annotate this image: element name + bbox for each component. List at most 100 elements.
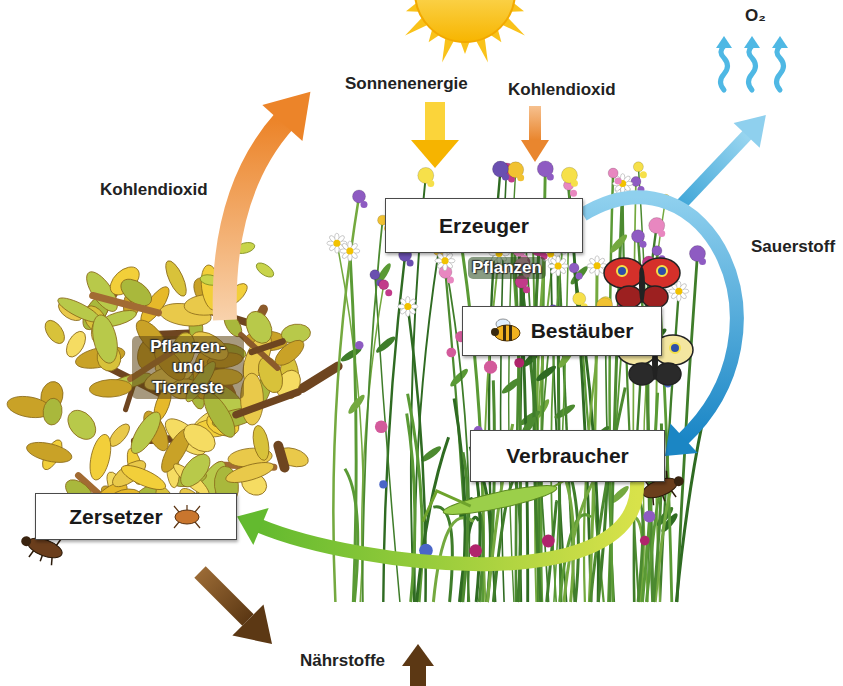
flower-head [514,358,524,368]
flower-head [469,544,482,557]
sun-ray [442,38,454,62]
butterfly-body [639,267,645,303]
butterfly-eyespot [670,343,680,353]
flower-bud [570,190,577,197]
beetle-head [672,475,685,488]
daisy-centre [675,288,682,295]
flower-head [569,263,579,273]
flower-bud [571,180,578,187]
flower-head [375,420,388,433]
plant-leaf [534,364,557,384]
flower-head [355,341,363,349]
bee-icon [491,318,523,344]
leaf [88,313,121,366]
daisy-centre [346,247,353,254]
daisy-centre [594,262,601,269]
co2-arrow-head [521,140,549,162]
oxygen-wave-head [744,36,760,48]
nutrient-label: Nährstoffe [300,651,385,671]
co2-arrow-shaft [529,106,541,140]
butterfly-wing [655,363,681,385]
box-label: Erzeuger [439,214,529,238]
flower-head [370,270,380,280]
flower-bud [447,276,454,283]
plant-leaf [374,334,397,355]
box-label: Bestäuber [531,319,634,343]
leaf [89,378,133,398]
decomposer-icon [171,504,203,530]
box-label: Verbraucher [506,444,629,468]
nutrient-arrow-shaft [200,572,248,620]
leaf-pile [6,241,338,540]
oxygen-wave [749,46,756,90]
butterfly-wing [640,258,680,288]
plant-leaf [608,232,629,254]
grass-blade [590,388,625,603]
co2-release-head [262,92,310,141]
process-box: Zersetzer [35,493,237,540]
sun-ray [476,38,488,62]
beetle-head [20,535,33,548]
process-box: Verbraucher [470,430,665,482]
box-label: Zersetzer [69,505,162,529]
decomposer-leg [195,522,200,528]
leaf [178,418,220,457]
bee-stripe [509,325,512,341]
leaf [175,449,215,492]
peacock-butterfly [604,258,680,308]
oxygen-branch [676,134,748,210]
daisy-centre [442,257,449,264]
butterfly-eyespot [657,266,667,276]
leaf [86,432,114,481]
flower-bud [658,230,665,237]
daisy-centre [333,240,340,247]
flower-head [643,510,655,522]
edge-label: Sauerstoff [748,236,838,258]
decomposer-leg [174,506,179,512]
grass-blade [407,414,415,603]
energy-label: Sonnenenergie [345,74,468,94]
bee-stripe [503,325,506,341]
flower-head [652,246,662,256]
oxygen-branch-head [734,115,766,148]
leaf [62,328,89,360]
leaf [162,258,191,299]
flower-head [640,536,650,546]
leaf [224,458,276,486]
butterfly-wing [604,258,644,288]
flower-bud [385,289,392,296]
oxygen-formula: O₂ [745,6,766,26]
flower-head [633,162,643,172]
flower-head [608,168,618,178]
sun-ray [461,42,470,54]
leaf [126,408,166,458]
decomposer-leg [195,506,200,512]
plant-leaf [448,367,470,389]
flower-bud [640,241,647,248]
flower-head [631,177,641,187]
meadow-plants [327,161,706,602]
oxygen-wave [777,46,784,90]
flower-bud [576,272,583,279]
plant-leaf [553,402,577,421]
flower-head [446,348,456,358]
grass-blade [637,498,643,602]
flower-bud [523,286,530,293]
flower-head [484,361,497,374]
arrowhead [665,424,698,456]
leaf [42,397,64,426]
decomposer-leg [186,505,187,510]
process-box: Bestäuber [462,306,662,356]
nutrient-arrow-head [232,604,272,644]
nutrient-arrow-head [402,644,434,666]
plant-stem [534,248,541,602]
remains-label: Pflanzen- und Tierreste [132,336,244,399]
flower-bud [517,174,524,181]
oxygen-wave-head [716,36,732,48]
twig [236,392,298,415]
flower-head [542,535,555,548]
twig [278,446,284,468]
